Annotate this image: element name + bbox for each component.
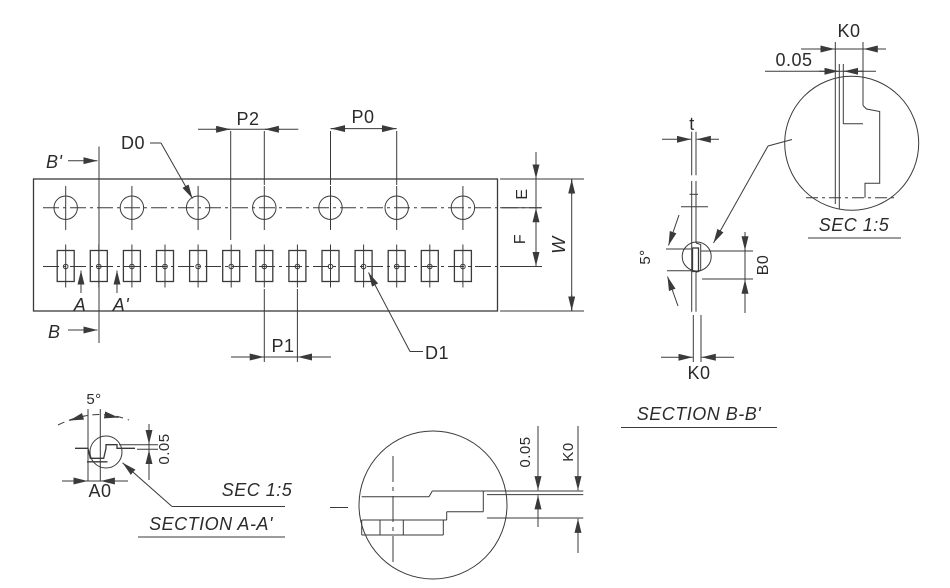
detail-indicator-circle (681, 241, 712, 272)
bb-k0-label: K0 (687, 363, 710, 383)
detail-tolerance-dimension: 0.05 (765, 50, 876, 75)
detail-k0-dimension: K0 (801, 21, 886, 53)
section-aa-title: SECTION A-A' (149, 514, 273, 534)
detail-leader (122, 462, 173, 507)
angle-arc (57, 414, 130, 426)
pocket-center-hole (162, 263, 168, 270)
step-line (428, 490, 433, 497)
da-k0-label: K0 (560, 442, 577, 461)
pocket-center-hole (129, 263, 135, 270)
pocket-center-hole (427, 263, 433, 270)
section-bb-view: t 5° (621, 114, 793, 428)
tape-outline (32, 178, 499, 312)
a0-dimension: A0 (62, 477, 128, 501)
pocket-section (691, 247, 700, 273)
d1-leader (368, 272, 411, 352)
pocket-center-hole (360, 263, 367, 270)
detail-tolerance-label: 0.05 (775, 50, 812, 70)
section-bb-title: SECTION B-B' (637, 404, 762, 424)
pocket-center-hole (294, 263, 301, 270)
section-aa-caption: SEC 1:5 (222, 480, 293, 500)
b0-dimension: B0 (701, 232, 772, 313)
da-k0-dimension: K0 (560, 426, 582, 553)
detail-circle (358, 430, 508, 580)
d0-leader (160, 142, 193, 199)
aa-profile (75, 444, 135, 459)
dim-arrow (103, 411, 119, 419)
f-label: F (512, 234, 529, 244)
p1-label: P1 (271, 336, 294, 356)
tape-plan-view: B' B A A' D0 D1 P2 (32, 107, 584, 363)
pocket-center-hole (228, 263, 234, 270)
bb-angle-dimension: 5° (637, 214, 692, 307)
detail-profile (361, 490, 584, 536)
detail-bb-view: K0 0.05 SEC 1:5 (765, 21, 920, 239)
d0-callout: D0 (121, 133, 193, 199)
sprocket-holes (53, 186, 476, 230)
p1-dimension: P1 (231, 289, 331, 362)
a-prime-label: A' (112, 295, 130, 315)
bb-k0-dimension: K0 (661, 315, 734, 383)
detail-profile (806, 42, 896, 209)
width-dimensions: E F W (500, 152, 584, 312)
w-label: W (549, 235, 569, 254)
dim-arrow (667, 276, 679, 307)
dim-arrow (668, 214, 680, 246)
detail-indicator-circle (89, 435, 123, 469)
p2-dimension: P2 (198, 109, 299, 240)
p0-dimension: P0 (330, 107, 398, 185)
pocket-center-hole (195, 263, 201, 270)
d1-callout: D1 (368, 272, 449, 363)
da-tolerance-label: 0.05 (517, 436, 534, 467)
pocket-center-hole (460, 263, 466, 270)
tape-strip-section (681, 131, 708, 312)
d1-label: D1 (425, 343, 449, 363)
b0-label: B0 (755, 255, 772, 276)
aa-tolerance-label: 0.05 (156, 433, 173, 464)
pocket-center-hole (393, 263, 400, 270)
aa-angle-label: 5° (86, 391, 101, 408)
detail-k0-label: K0 (837, 21, 860, 41)
detail-aa-view: 0.05 K0 (330, 426, 584, 580)
detail-circle (784, 75, 920, 211)
pocket-center-hole (261, 263, 268, 270)
detail-leader (713, 145, 769, 244)
t-label: t (689, 114, 695, 134)
p0-label: P0 (351, 107, 374, 127)
aa-tolerance-dimension: 0.05 (119, 424, 173, 480)
pocket-center-hole (327, 263, 334, 270)
p2-label: P2 (236, 109, 259, 129)
detail-bb-caption: SEC 1:5 (819, 215, 890, 235)
detail-leader (767, 139, 793, 147)
a-label: A (73, 295, 87, 315)
bb-angle-label: 5° (637, 249, 654, 264)
section-aa-view: 5° 0.05 A0 SEC 1:5 SECTION (57, 391, 293, 538)
d0-label: D0 (121, 133, 145, 153)
dim-arrow (69, 412, 85, 421)
e-label: E (514, 188, 531, 199)
pocket-center-hole (62, 263, 69, 270)
b-prime-label: B' (46, 152, 63, 172)
a0-label: A0 (88, 481, 111, 501)
da-tolerance-dimension: 0.05 (517, 426, 542, 527)
b-label: B (48, 322, 61, 342)
step-profile (862, 105, 881, 198)
